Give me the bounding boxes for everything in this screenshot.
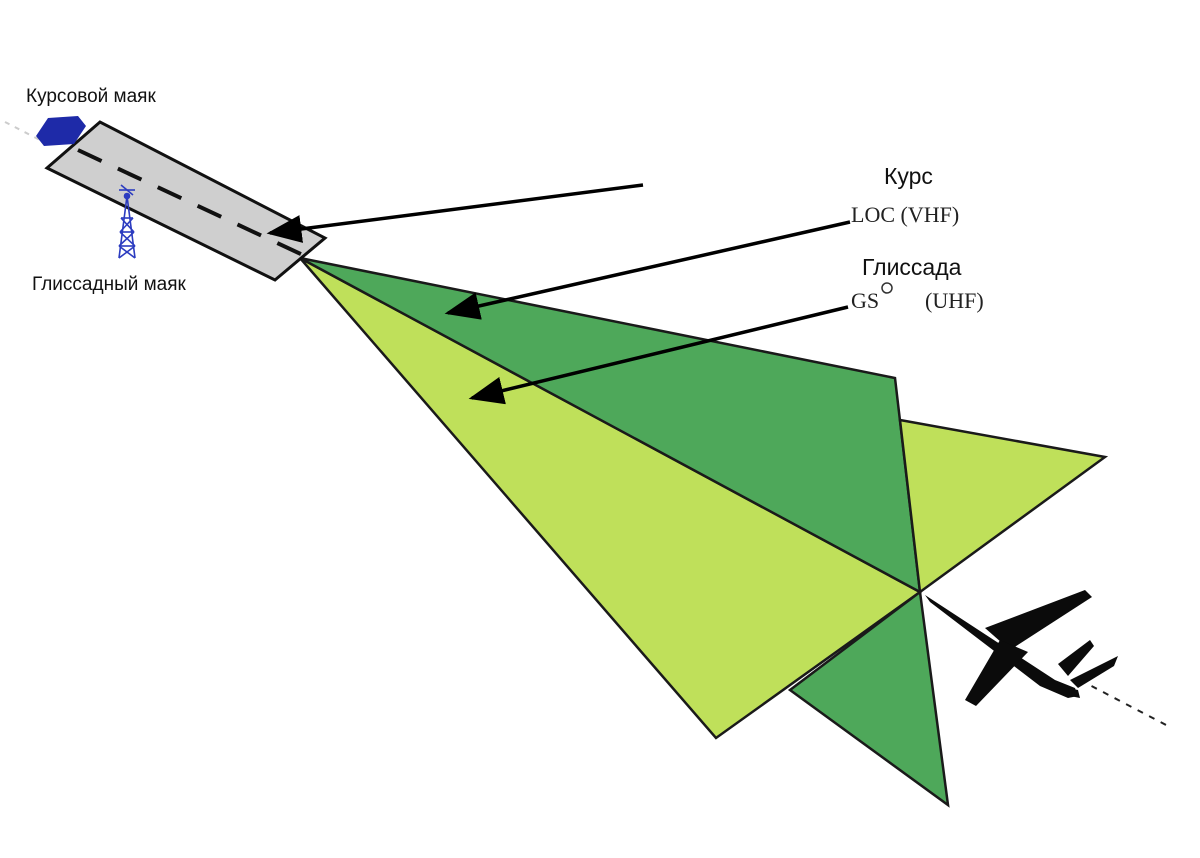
gs-degree-mark — [881, 282, 893, 294]
uhf-label: (UHF) — [925, 288, 984, 313]
course-label: Курс — [884, 163, 933, 189]
localizer-beacon-label: Курсовой маяк — [26, 86, 156, 107]
localizer-beam-lower — [787, 589, 950, 808]
runway-extension-dashes — [4, 121, 41, 141]
loc-label: LOC (VHF) — [851, 202, 959, 227]
gs-label: GS — [851, 288, 879, 313]
gs-pointer-arrow — [468, 305, 849, 405]
radio-tower-icon — [118, 184, 136, 259]
airplane-silhouette-icon — [925, 590, 1118, 706]
loc-pointer-arrow — [444, 220, 851, 320]
localizer-antenna-icon — [36, 116, 86, 146]
glideslope-label: Глиссада — [862, 254, 962, 280]
glideslope-beacon-label: Глиссадный маяк — [32, 274, 187, 295]
course-pointer-arrow — [266, 183, 644, 243]
runway — [44, 120, 328, 282]
glideslope-beam-upper — [898, 418, 1109, 595]
approach-centerline — [1079, 679, 1169, 727]
